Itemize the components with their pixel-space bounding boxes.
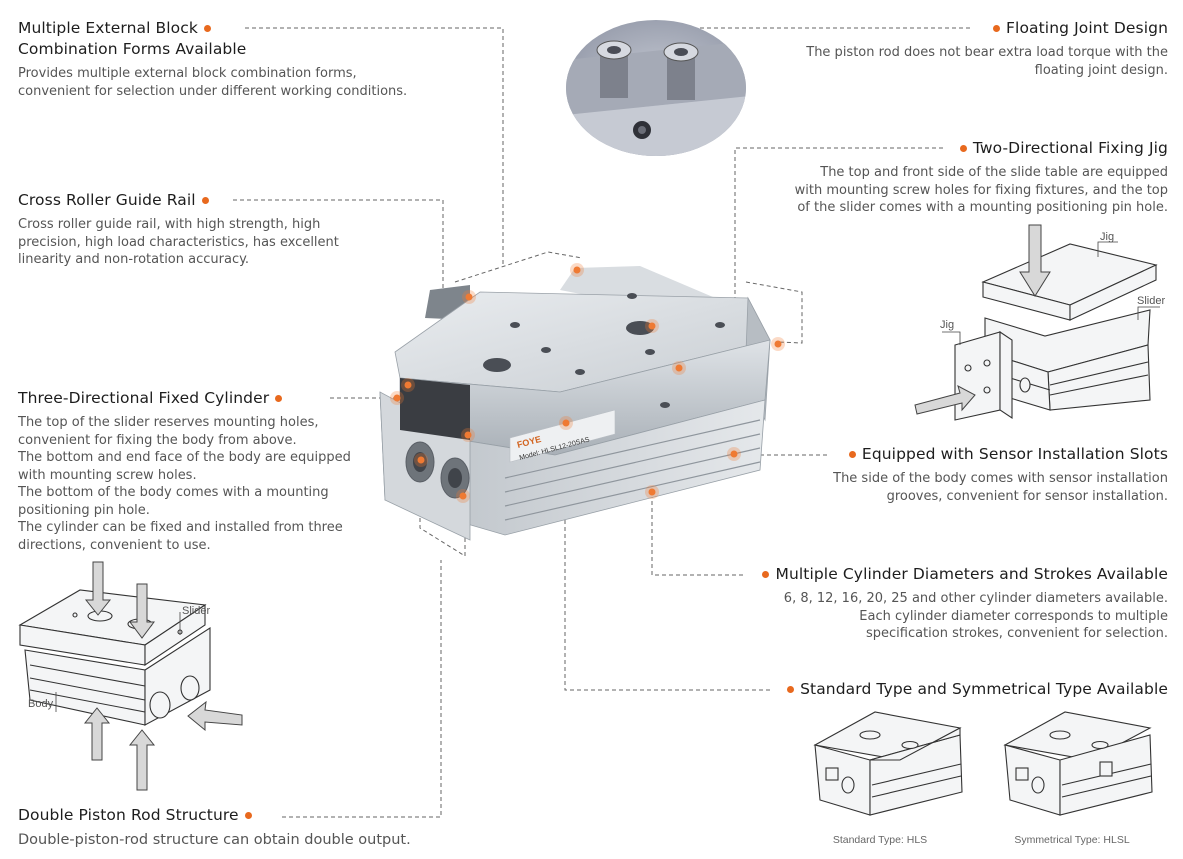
- feature-description: Cross roller guide rail, with high stren…: [18, 217, 339, 267]
- two-direction-arrows: [914, 224, 1051, 415]
- bullet-dot: [244, 812, 252, 819]
- feature-title: Cross Roller Guide Rail: [18, 190, 418, 211]
- bullet-dot: [787, 686, 795, 693]
- standard-type-drawing: [813, 711, 963, 816]
- feature-title: Floating Joint Design: [728, 18, 1168, 39]
- feature-description: The top and front side of the slide tabl…: [794, 165, 1168, 215]
- feature-title: Two-Directional Fixing Jig: [728, 138, 1168, 159]
- feature-description: Provides multiple external block combina…: [18, 66, 408, 99]
- feature-description: The piston rod does not bear extra load …: [806, 45, 1168, 78]
- feature-diameters-strokes: Multiple Cylinder Diameters and Strokes …: [708, 564, 1168, 643]
- caption-symmetrical-type: Symmetrical Type: HLSL: [1014, 834, 1130, 846]
- feature-title: Multiple Cylinder Diameters and Strokes …: [708, 564, 1168, 585]
- three-direction-drawing: [18, 589, 211, 726]
- feature-cross-roller-guide-rail: Cross Roller Guide Rail Cross roller gui…: [18, 190, 418, 269]
- bullet-dot: [762, 571, 770, 578]
- product-cylinder: FOYE Model: HLSL12-20SAS: [379, 266, 771, 541]
- feature-sensor-slots: Equipped with Sensor Installation Slots …: [748, 444, 1168, 505]
- three-direction-callouts: [55, 612, 181, 712]
- feature-title: Equipped with Sensor Installation Slots: [748, 444, 1168, 465]
- bullet-dot: [201, 197, 209, 204]
- feature-floating-joint: Floating Joint Design The piston rod doe…: [728, 18, 1168, 79]
- two-direction-callouts: [942, 241, 1160, 345]
- feature-title: Standard Type and Symmetrical Type Avail…: [728, 679, 1168, 700]
- feature-double-piston-rod: Double Piston Rod Structure Double-pisto…: [18, 805, 498, 850]
- body-label-left: Body: [28, 698, 54, 710]
- feature-description: The top of the slider reserves mounting …: [18, 415, 351, 553]
- feature-description: The side of the body comes with sensor i…: [833, 471, 1168, 504]
- caption-standard-type: Standard Type: HLS: [832, 834, 928, 846]
- bullet-dot: [993, 25, 1001, 32]
- feature-description: Double-piston-rod structure can obtain d…: [18, 832, 411, 848]
- feature-three-directional-fixed-cylinder: Three-Directional Fixed Cylinder The top…: [18, 388, 398, 554]
- jig-label-top: Jig: [1100, 231, 1114, 243]
- slider-label-right: Slider: [1137, 295, 1165, 307]
- feature-description: 6, 8, 12, 16, 20, 25 and other cylinder …: [783, 591, 1168, 641]
- two-direction-drawing: [954, 243, 1158, 421]
- jig-label-side: Jig: [940, 319, 954, 331]
- callout-dots: [390, 263, 785, 503]
- feature-title: Double Piston Rod Structure: [18, 805, 498, 826]
- bullet-dot: [848, 451, 856, 458]
- slider-label-left: Slider: [182, 605, 210, 617]
- feature-two-directional-fixing-jig: Two-Directional Fixing Jig The top and f…: [728, 138, 1168, 217]
- bullet-dot: [203, 25, 211, 32]
- symmetrical-type-drawing: [1003, 711, 1153, 816]
- bullet-dot: [275, 395, 283, 402]
- feature-standard-symmetrical: Standard Type and Symmetrical Type Avail…: [728, 679, 1168, 700]
- feature-title: Three-Directional Fixed Cylinder: [18, 388, 398, 409]
- bullet-dot: [959, 145, 967, 152]
- three-direction-arrows: [83, 561, 243, 791]
